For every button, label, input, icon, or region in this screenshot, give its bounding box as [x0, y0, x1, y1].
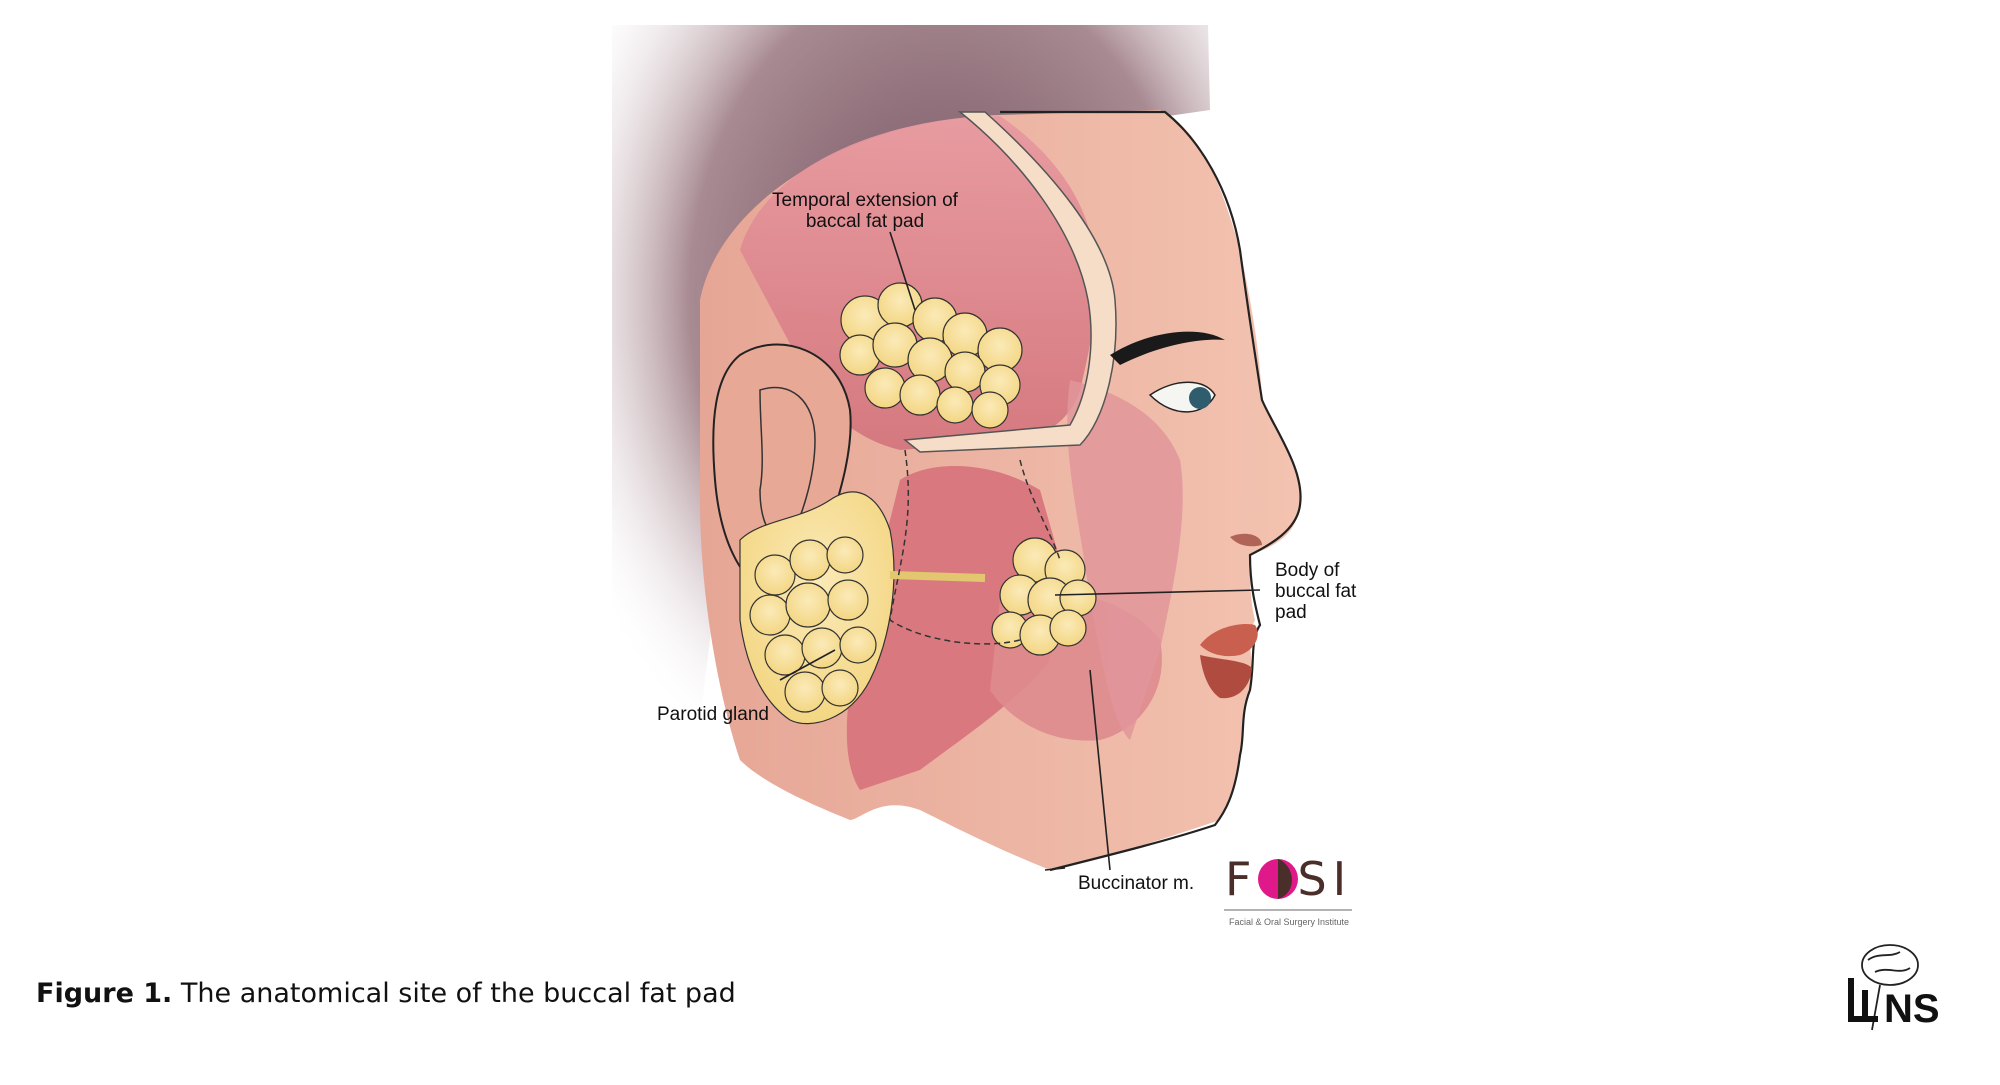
caption-text: The anatomical site of the buccal fat pa…	[172, 978, 736, 1009]
temporal-fat-pad-lobules	[839, 282, 1023, 429]
label-temporal-extension: Temporal extension of baccal fat pad	[750, 190, 980, 232]
iris	[1189, 387, 1211, 409]
fosi-letters-si: SI	[1297, 852, 1353, 906]
fosi-tagline: Facial & Oral Surgery Institute	[1228, 917, 1350, 927]
masseter-muscle	[846, 466, 1060, 790]
parotid-duct	[889, 571, 986, 582]
label-body-of-buccal-fat-pad: Body of buccal fat pad	[1275, 560, 1356, 623]
label-temporal-line2: baccal fat pad	[805, 211, 925, 232]
label-temporal-line1: Temporal extension of	[772, 190, 958, 211]
eyebrow	[1110, 331, 1225, 365]
label-body-line1: Body of	[1275, 560, 1340, 581]
inns-logo-letters	[1848, 978, 1878, 1022]
fosi-logo-text: F SI	[1225, 852, 1352, 906]
fosi-letter-f: F	[1225, 852, 1258, 906]
label-body-line3: pad	[1275, 602, 1307, 623]
lower-lip	[1200, 655, 1252, 699]
inns-ns-letters: NS	[1884, 987, 1940, 1031]
label-buccinator: Buccinator m.	[1078, 873, 1195, 894]
facial-muscles	[1067, 380, 1183, 740]
figure-caption: Figure 1. The anatomical site of the buc…	[36, 978, 736, 1009]
fosi-logo-graphic	[1224, 859, 1352, 911]
nostril	[1230, 533, 1262, 547]
buccal-fat-pad-body-lobules	[991, 537, 1097, 656]
bone-band	[903, 111, 1117, 453]
dashed-outline	[889, 449, 1061, 645]
caption-prefix: Figure 1.	[36, 978, 173, 1009]
inns-brain-icon	[1861, 944, 1919, 1031]
face-profile	[1000, 110, 1302, 872]
leader-lines	[779, 231, 1261, 871]
parotid-gland-lobules	[739, 491, 895, 725]
label-body-line2: buccal fat	[1275, 581, 1357, 602]
label-parotid-gland: Parotid gland	[657, 704, 769, 725]
upper-lip	[1200, 624, 1258, 657]
